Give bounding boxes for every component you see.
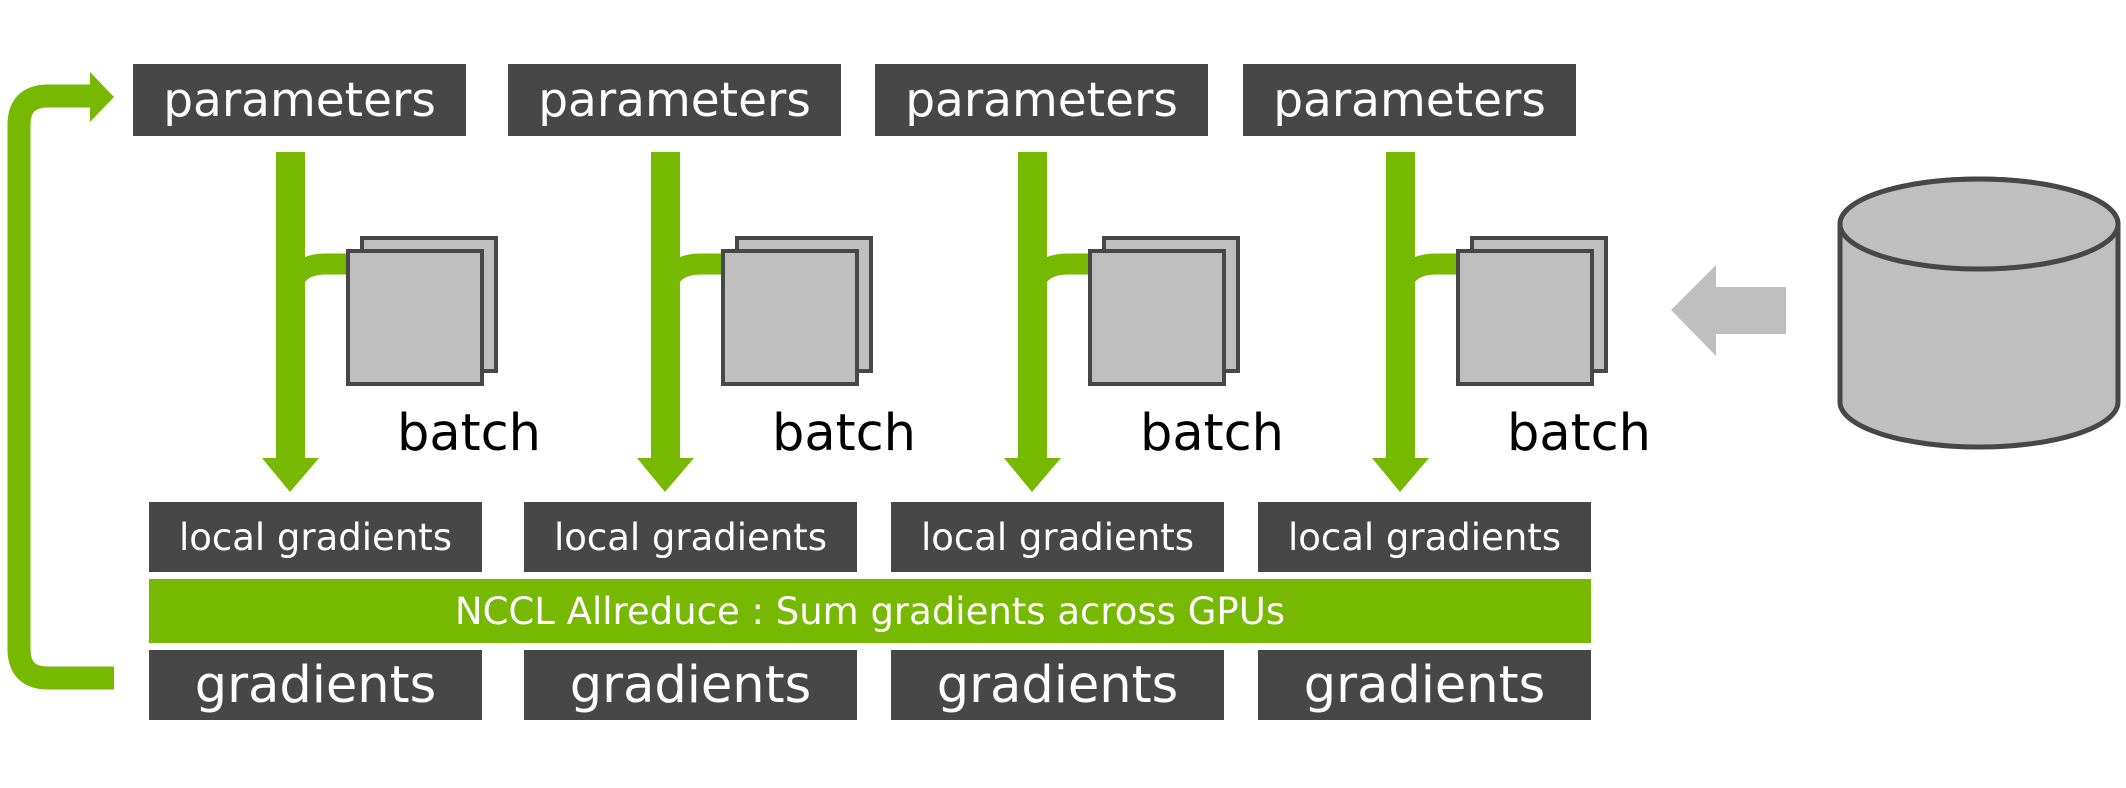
batch-label-0: batch bbox=[397, 404, 541, 463]
parameters-box-1: parameters bbox=[508, 64, 841, 136]
worker-flow-2 bbox=[1004, 152, 1240, 492]
batch-stack-front-3 bbox=[1456, 249, 1594, 386]
down-arrow-head-3 bbox=[1372, 458, 1429, 492]
local-gradients-box-2: local gradients bbox=[891, 502, 1224, 572]
down-arrow-shaft-3 bbox=[1386, 152, 1415, 458]
database-cylinder-icon bbox=[1837, 176, 2121, 450]
down-arrow-head-1 bbox=[637, 458, 694, 492]
batch-label-2: batch bbox=[1140, 404, 1284, 463]
batch-feed-connector-0 bbox=[279, 253, 350, 301]
local-gradients-box-3: local gradients bbox=[1258, 502, 1591, 572]
parameters-box-0: parameters bbox=[133, 64, 466, 136]
worker-flow-1 bbox=[637, 152, 873, 492]
batch-label-3: batch bbox=[1507, 404, 1651, 463]
down-arrow-head-0 bbox=[262, 458, 319, 492]
parameters-box-3: parameters bbox=[1243, 64, 1576, 136]
batch-stack-front-1 bbox=[721, 249, 859, 386]
worker-flow-3 bbox=[1372, 152, 1608, 492]
feedback-loop-arrow bbox=[7, 72, 114, 690]
local-gradients-box-0: local gradients bbox=[149, 502, 482, 572]
gradients-box-2: gradients bbox=[891, 650, 1224, 720]
local-gradients-box-1: local gradients bbox=[524, 502, 857, 572]
batch-feed-connector-1 bbox=[654, 253, 725, 301]
down-arrow-head-2 bbox=[1004, 458, 1061, 492]
batch-stack-front-2 bbox=[1088, 249, 1226, 386]
nccl-allreduce-bar: NCCL Allreduce : Sum gradients across GP… bbox=[149, 579, 1591, 643]
batch-stack-front-0 bbox=[346, 249, 484, 386]
batch-feed-connector-2 bbox=[1021, 253, 1092, 301]
parameters-box-2: parameters bbox=[875, 64, 1208, 136]
gradients-box-1: gradients bbox=[524, 650, 857, 720]
batch-feed-connector-3 bbox=[1389, 253, 1460, 301]
gradients-box-0: gradients bbox=[149, 650, 482, 720]
down-arrow-shaft-1 bbox=[651, 152, 680, 458]
worker-flow-0 bbox=[262, 152, 498, 492]
left-arrow-icon bbox=[1671, 265, 1786, 356]
batch-label-1: batch bbox=[772, 404, 916, 463]
down-arrow-shaft-0 bbox=[276, 152, 305, 458]
gradients-box-3: gradients bbox=[1258, 650, 1591, 720]
down-arrow-shaft-2 bbox=[1018, 152, 1047, 458]
